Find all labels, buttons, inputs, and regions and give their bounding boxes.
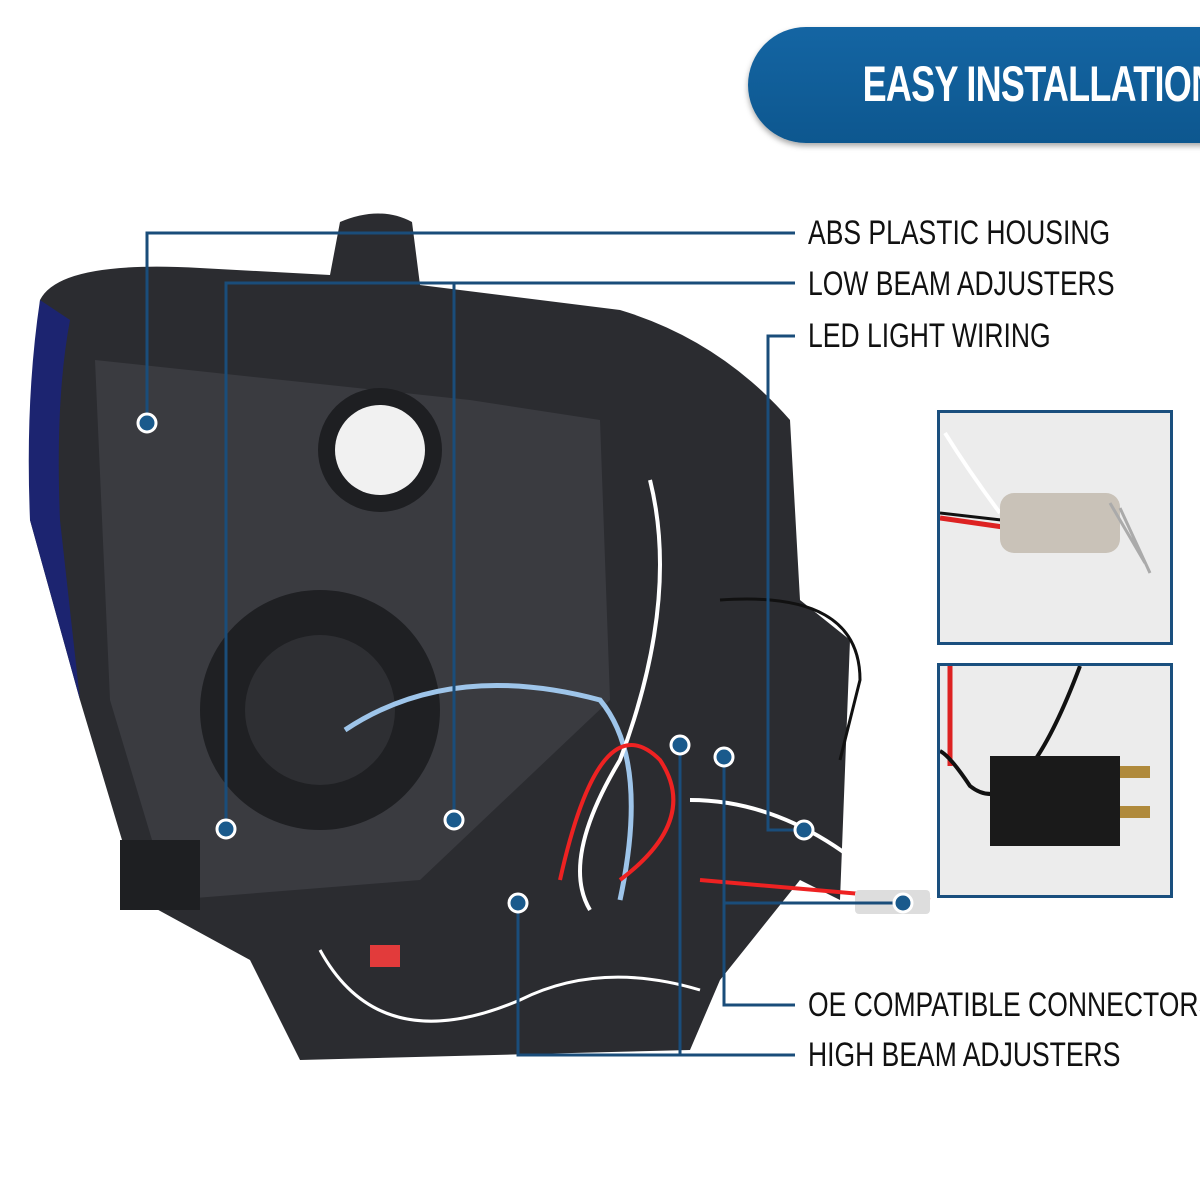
inset-connector: [937, 663, 1173, 898]
label-low-beam: LOW BEAM ADJUSTERS: [808, 265, 1115, 303]
label-high-beam: HIGH BEAM ADJUSTERS: [808, 1036, 1121, 1074]
callout-dots: [136, 412, 914, 914]
label-abs-housing: ABS PLASTIC HOUSING: [808, 214, 1111, 252]
title-banner: EASY INSTALLATION: [748, 27, 1200, 143]
banner-title: EASY INSTALLATION: [862, 56, 1200, 112]
inset-led-bulb: [937, 410, 1173, 645]
callout-lines: [145, 231, 903, 1057]
label-oe-connectors: OE COMPATIBLE CONNECTORS: [808, 986, 1200, 1024]
label-led-wiring: LED LIGHT WIRING: [808, 317, 1051, 355]
